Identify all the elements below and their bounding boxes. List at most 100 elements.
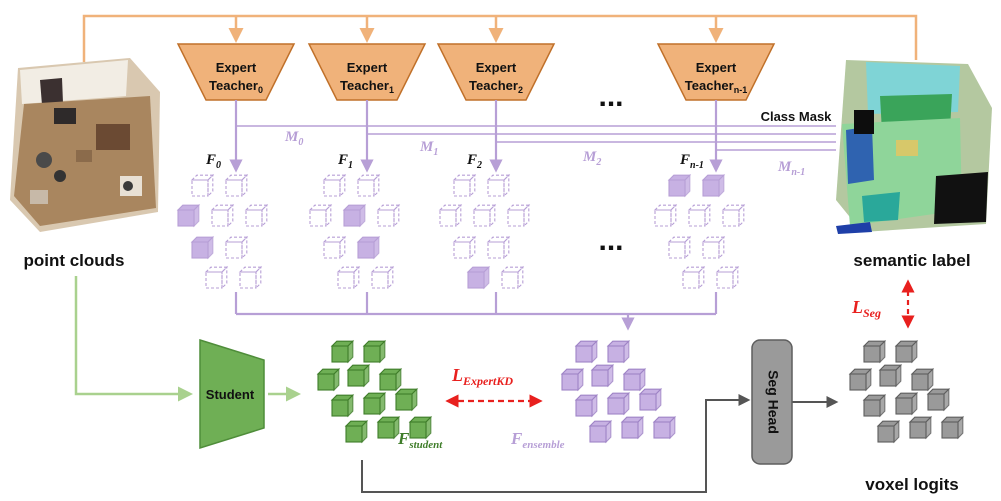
student-path	[74, 276, 301, 402]
teacher-title: Teacher1	[340, 78, 394, 95]
student-block: Student	[199, 338, 265, 450]
teacher-ellipsis: ...	[598, 80, 623, 113]
mask-label-1: M1	[419, 139, 438, 158]
voxel-solid	[622, 367, 647, 392]
semantic-label-image	[836, 60, 992, 234]
student-voxels	[316, 339, 433, 444]
voxel-empty	[308, 203, 333, 228]
voxel-solid	[330, 393, 355, 418]
voxel-solid	[344, 419, 369, 444]
teacher-voxel-grid-3	[653, 173, 746, 290]
feature-label-0: F0	[205, 152, 221, 171]
voxel-solid	[652, 415, 677, 440]
loss-seg: LSeg	[851, 279, 915, 329]
voxel-solid	[346, 363, 371, 388]
teacher-name: Expert	[476, 60, 517, 75]
voxel-solid	[376, 415, 401, 440]
teacher-name: Expert	[347, 60, 388, 75]
voxel-solid	[588, 419, 613, 444]
class-mask-label: Class Mask	[761, 109, 833, 124]
class-mask-lines	[236, 125, 836, 151]
voxel-empty	[224, 173, 249, 198]
voxel-solid	[940, 415, 965, 440]
voxel-empty	[204, 265, 229, 290]
voxel-solid	[176, 203, 201, 228]
teacher-voxel-grid-0	[176, 173, 269, 290]
teacher-title: Teacher2	[469, 78, 523, 95]
teacher-voxel-grids	[176, 173, 746, 290]
teacher-output-arrows	[229, 100, 723, 173]
feature-label-2: F2	[466, 152, 482, 171]
loss-expertkd: LExpertKD	[445, 365, 543, 408]
voxel-solid	[910, 367, 935, 392]
orange-input-lines	[82, 14, 918, 62]
voxel-solid	[638, 387, 663, 412]
voxel-solid	[862, 339, 887, 364]
ensemble-voxels	[560, 339, 677, 444]
voxel-empty	[452, 173, 477, 198]
svg-text:LSeg: LSeg	[851, 297, 881, 320]
voxel-solid	[848, 367, 873, 392]
seg-head-block: Seg Head	[751, 339, 793, 465]
teacher-name: Expert	[696, 60, 737, 75]
teacher-group: ExpertTeacher0ExpertTeacher1ExpertTeache…	[176, 43, 776, 101]
voxel-solid	[894, 391, 919, 416]
voxel-empty	[322, 173, 347, 198]
voxel-empty	[190, 173, 215, 198]
voxel-solid	[894, 339, 919, 364]
point-clouds-label: point clouds	[23, 251, 124, 270]
teacher-name: Expert	[216, 60, 257, 75]
voxel-solid	[362, 339, 387, 364]
voxel-empty	[506, 203, 531, 228]
f-student-label: Fstudent	[397, 429, 443, 451]
mask-label-2: M2	[582, 149, 601, 168]
semantic-label-text: semantic label	[853, 251, 970, 270]
voxel-ellipsis: ...	[598, 224, 623, 257]
voxel-empty	[370, 265, 395, 290]
voxel-solid	[606, 391, 631, 416]
teacher-voxel-grid-2	[438, 173, 531, 290]
teacher-voxel-grid-1	[308, 173, 401, 290]
voxel-empty	[438, 203, 463, 228]
voxel-solid	[330, 339, 355, 364]
voxel-empty	[376, 203, 401, 228]
voxel-empty	[486, 173, 511, 198]
voxel-solid	[606, 339, 631, 364]
voxel-empty	[238, 265, 263, 290]
voxel-empty	[701, 235, 726, 260]
voxel-solid	[876, 419, 901, 444]
point-cloud-image	[10, 58, 160, 232]
teacher-shape	[656, 43, 776, 101]
voxel-solid	[378, 367, 403, 392]
voxel-solid	[878, 363, 903, 388]
voxel-solid	[394, 387, 419, 412]
voxel-solid	[667, 173, 692, 198]
voxel-solid	[908, 415, 933, 440]
svg-text:Fstudent: Fstudent	[397, 429, 443, 451]
teacher-shape	[436, 43, 556, 101]
voxel-empty	[721, 203, 746, 228]
voxel-empty	[336, 265, 361, 290]
voxel-empty	[500, 265, 525, 290]
teacher-shape	[307, 43, 427, 101]
voxel-empty	[210, 203, 235, 228]
voxel-logits-label: voxel logits	[865, 475, 959, 494]
seg-head-path	[361, 394, 839, 493]
voxel-solid	[574, 393, 599, 418]
voxel-solid	[862, 393, 887, 418]
voxel-solid	[316, 367, 341, 392]
feature-label-1: F1	[337, 152, 353, 171]
voxel-empty	[687, 203, 712, 228]
voxel-empty	[667, 235, 692, 260]
voxel-solid	[408, 415, 433, 440]
mask-label-3: Mn-1	[777, 159, 805, 178]
voxel-empty	[715, 265, 740, 290]
voxel-empty	[224, 235, 249, 260]
voxel-solid	[190, 235, 215, 260]
